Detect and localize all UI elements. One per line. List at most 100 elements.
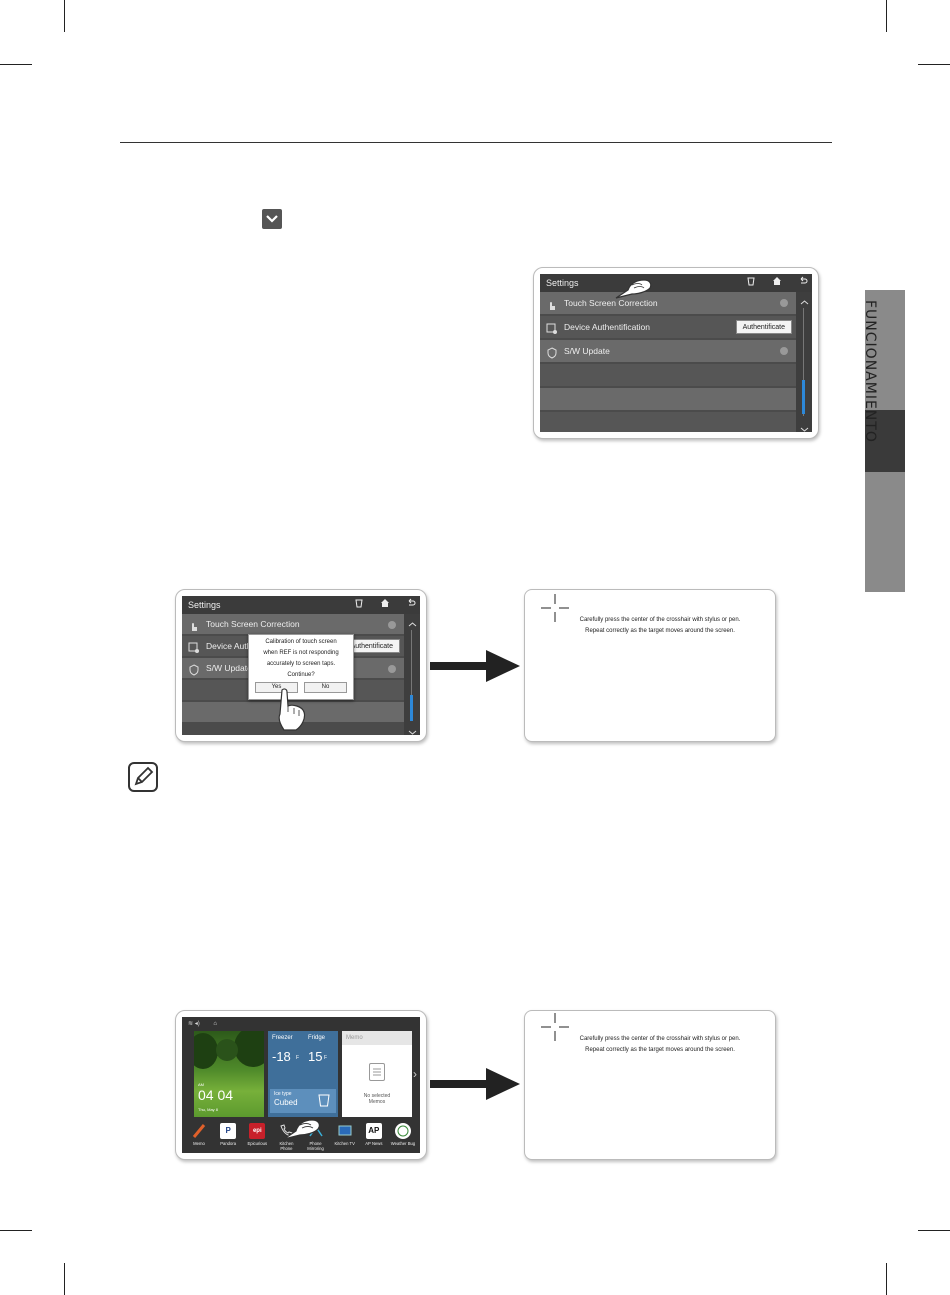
section-tab (835, 290, 905, 592)
app-kitchen-tv[interactable]: Kitchen TV (332, 1123, 358, 1153)
app-label: Weather Bug (390, 1141, 416, 1146)
header-rule (120, 142, 832, 143)
chevron-right-icon[interactable]: › (413, 1067, 417, 1081)
setting-label: S/W Update (564, 346, 610, 356)
setting-row-touch-correction[interactable]: Touch Screen Correction (540, 292, 796, 314)
settings-title: Settings (188, 600, 221, 610)
hand-pointer-icon (615, 279, 652, 299)
arrow-right-icon (780, 299, 788, 307)
scroll-thumb[interactable] (410, 695, 413, 721)
fridge-widget[interactable]: Freezer Fridge -18 F 15 F Ice type Cubed (268, 1031, 338, 1117)
authenticate-button[interactable]: Authentificate (735, 320, 792, 334)
chevron-down-icon (262, 209, 282, 229)
trash-icon[interactable] (354, 596, 364, 614)
home-icon[interactable] (772, 274, 782, 292)
dialog-text: Continue? (287, 672, 315, 678)
touch-icon (546, 297, 558, 310)
arrow-right-icon (430, 1068, 520, 1100)
clock-time: 04 04 (198, 1087, 234, 1103)
chevron-down-icon[interactable] (800, 421, 809, 432)
ice-type-panel[interactable]: Ice type Cubed (270, 1089, 336, 1113)
scrollbar[interactable] (404, 614, 420, 735)
calibration-screen[interactable]: Carefully press the center of the crossh… (524, 589, 776, 742)
settings-screen: Settings Touch Screen Correction Device … (182, 596, 420, 735)
device-auth-icon (546, 321, 558, 334)
app-ap-news[interactable]: AP AP News (361, 1123, 387, 1153)
settings-device: Settings Touch Screen Correction Device … (533, 267, 819, 439)
setting-row-sw-update[interactable]: S/W Update (540, 340, 796, 362)
setting-row-touch-correction[interactable]: Touch Screen Correction (182, 614, 404, 634)
setting-row-device-auth[interactable]: Device Authentification Authentificate (540, 316, 796, 338)
calibration-instruction: Carefully press the center of the crossh… (579, 617, 741, 623)
calibration-screen[interactable]: Carefully press the center of the crossh… (524, 1010, 776, 1160)
app-label: AP News (365, 1141, 383, 1146)
settings-dialog-device: Settings Touch Screen Correction Device … (175, 589, 427, 742)
freezer-unit: F (296, 1055, 300, 1061)
app-label: Memo (193, 1141, 205, 1146)
back-icon[interactable] (798, 274, 808, 292)
app-pandora[interactable]: P Pandora (215, 1123, 241, 1153)
app-weather-bug[interactable]: Weather Bug (390, 1123, 416, 1153)
memo-widget[interactable]: Memo No selected Memos (342, 1031, 412, 1117)
chevron-down-icon[interactable] (408, 724, 417, 735)
app-epicurious[interactable]: epi Epicurious (244, 1123, 270, 1153)
setting-label: Touch Screen Correction (206, 619, 300, 629)
document-icon (369, 1063, 385, 1081)
memo-empty-text: Memos (368, 1099, 386, 1105)
setting-row-empty (540, 364, 796, 386)
clock-am: AM (198, 1082, 204, 1087)
settings-titlebar: Settings (540, 274, 812, 292)
yes-button[interactable]: Yes (255, 682, 298, 693)
crop-mark (0, 1230, 32, 1231)
freezer-temp: -18 (272, 1049, 291, 1064)
setting-row-empty (540, 412, 796, 432)
crop-mark (64, 0, 65, 32)
calibration-instruction: Carefully press the center of the crossh… (579, 1036, 741, 1042)
arrow-right-icon (388, 665, 396, 673)
crosshair-icon[interactable] (539, 1011, 571, 1043)
freezer-label: Freezer (272, 1035, 293, 1041)
status-bar: ≋ ◂) ⌂ (182, 1017, 420, 1031)
app-memo[interactable]: Memo (186, 1123, 212, 1153)
shield-icon (188, 663, 200, 676)
ap-news-icon: AP (365, 1123, 382, 1139)
memo-empty-text: No selected (363, 1093, 391, 1099)
dialog-text: when REF is not responding (263, 650, 339, 656)
calibration-instruction: Repeat correctly as the target moves aro… (585, 1047, 735, 1053)
home-screen: ≋ ◂) ⌂ AM 04 04 Thu, May 8 Freezer Fridg… (182, 1017, 420, 1153)
fridge-temp: 15 (308, 1049, 323, 1064)
clock-date: Thu, May 8 (198, 1107, 219, 1112)
crop-mark (64, 1263, 65, 1295)
back-icon[interactable] (406, 596, 416, 614)
chevron-up-icon[interactable] (408, 616, 417, 627)
chevron-up-icon[interactable] (800, 294, 809, 305)
device-auth-icon (188, 641, 200, 653)
volume-icon: ◂) (194, 1021, 200, 1027)
scrollbar[interactable] (796, 292, 812, 432)
ice-type-value: Cubed (274, 1098, 298, 1107)
setting-label: Touch Screen Correction (564, 298, 658, 308)
settings-titlebar: Settings (182, 596, 420, 614)
app-kitchen-phone[interactable]: Kitchen Phone (273, 1123, 299, 1153)
app-dock: Memo P Pandora epi Epicurious Kitchen Ph… (186, 1123, 416, 1153)
crop-mark (886, 0, 887, 32)
app-label: Pandora (220, 1141, 237, 1146)
no-button[interactable]: No (304, 682, 347, 693)
crosshair-icon[interactable] (539, 592, 571, 624)
setting-row-empty (540, 388, 796, 410)
ice-cup-icon (318, 1093, 330, 1112)
app-label: Phone Mirroring (307, 1141, 324, 1151)
note-icon (128, 762, 158, 792)
hand-pointer-icon (283, 1119, 320, 1140)
clock-widget[interactable]: AM 04 04 Thu, May 8 (194, 1031, 264, 1117)
scroll-thumb[interactable] (802, 380, 805, 414)
app-label: Kitchen Phone (279, 1141, 294, 1151)
arrow-right-icon (388, 621, 396, 629)
pencil-icon (191, 1123, 207, 1139)
dialog-text: accurately to screen taps. (266, 661, 336, 667)
crop-mark (918, 64, 950, 65)
tv-icon (337, 1123, 353, 1139)
setting-label: Device Authentification (564, 322, 650, 332)
trash-icon[interactable] (746, 274, 756, 292)
home-icon[interactable] (380, 596, 390, 614)
